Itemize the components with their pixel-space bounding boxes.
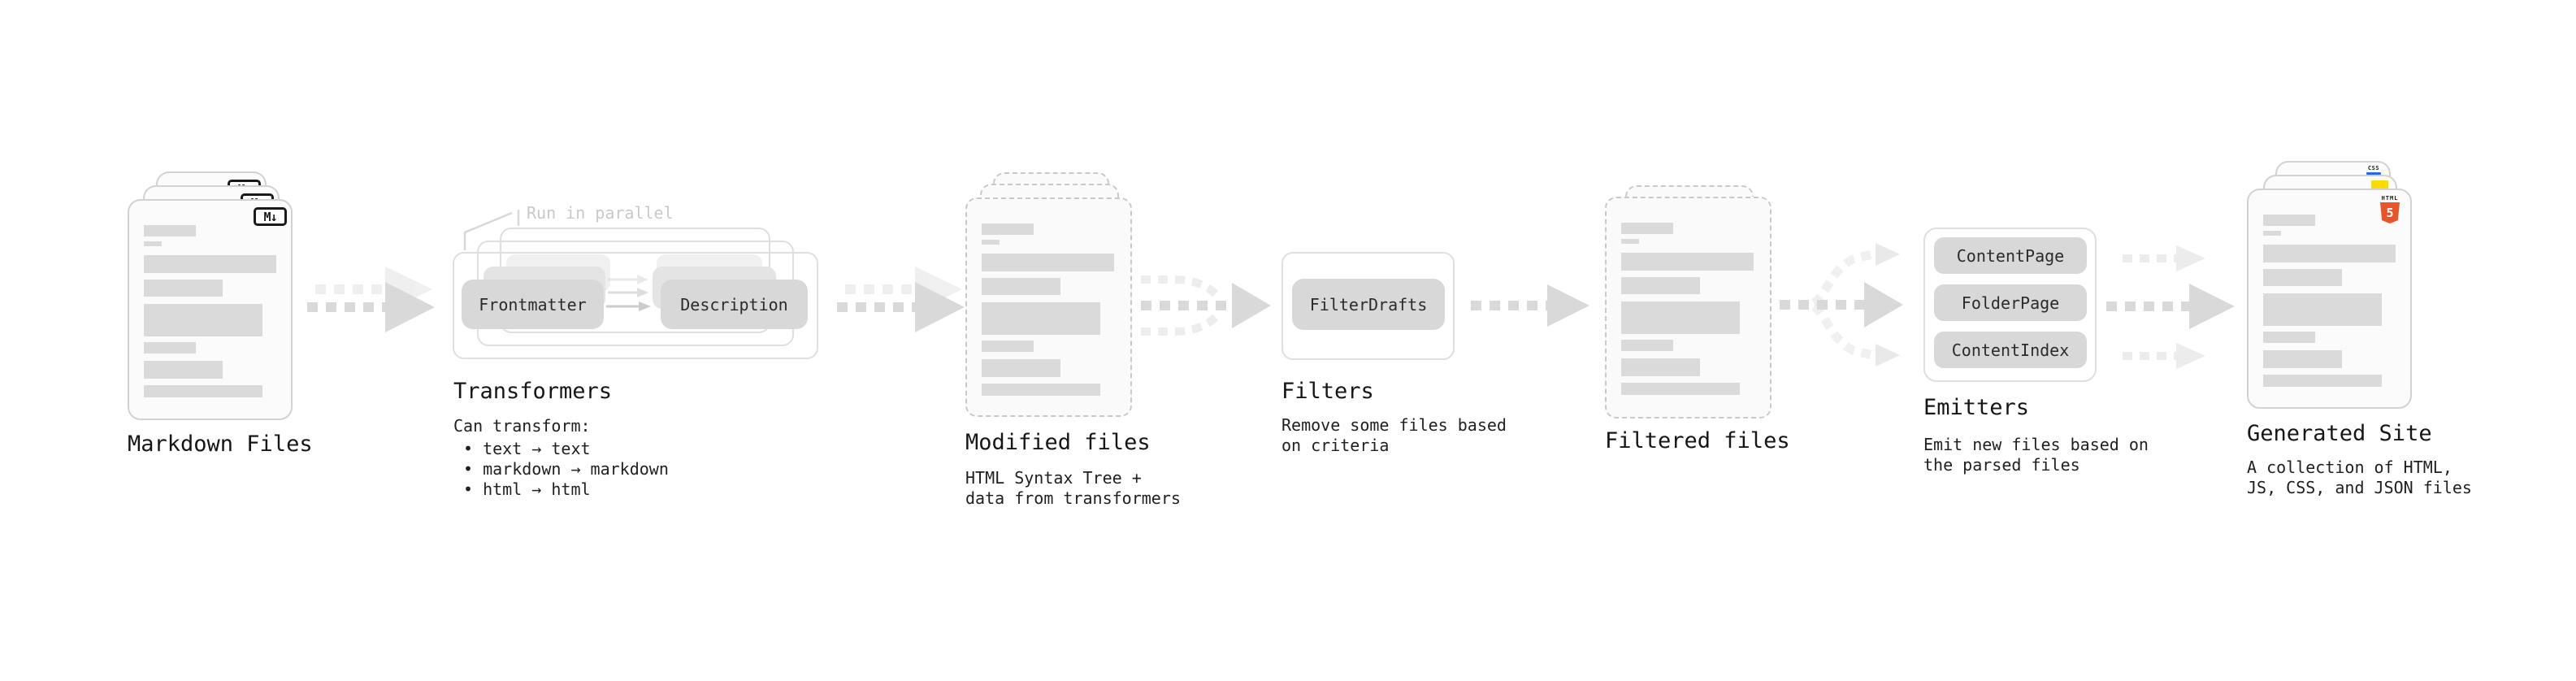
run-in-parallel-leader-line (463, 210, 520, 250)
modified-file-card-front (965, 197, 1132, 417)
emitters-title: Emitters (1923, 395, 2030, 420)
transformers-bullet: • markdown → markdown (463, 459, 669, 479)
emitter-pill-contentindex: ContentIndex (1934, 332, 2087, 368)
caption-line: data from transformers (965, 488, 1181, 508)
markdown-files-label: Markdown Files (128, 432, 313, 457)
filtered-files-label: Filtered files (1605, 428, 1790, 453)
generated-site-caption: A collection of HTML, JS, CSS, and JSON … (2247, 458, 2472, 498)
transformers-bullet: • html → html (463, 479, 591, 499)
caption-line: on criteria (1281, 436, 1390, 455)
filters-title: Filters (1281, 379, 1374, 404)
emitters-caption: Emit new files based on the parsed files (1923, 435, 2149, 475)
modified-files-caption: HTML Syntax Tree + data from transformer… (965, 468, 1181, 509)
caption-line: HTML Syntax Tree + (965, 468, 1142, 488)
run-in-parallel-label: Run in parallel (527, 203, 674, 223)
emitters-container (1923, 228, 2097, 382)
transformers-bullet: • text → text (463, 439, 591, 458)
emitter-pill-folderpage: FolderPage (1934, 284, 2087, 321)
flow-arrow-emitter-top (2123, 245, 2205, 271)
html5-icon-shield: 5 (2380, 202, 2400, 223)
css-icon-label: CSS (2367, 165, 2380, 171)
caption-line: Emit new files based on (1923, 435, 2149, 454)
flow-arrow-fanout-to-emitters (1780, 243, 1903, 367)
emitter-pill-contentpage: ContentPage (1934, 237, 2087, 274)
flow-arrow-emitter-bottom (2123, 343, 2205, 369)
transformers-caption: Can transform: (453, 416, 591, 436)
caption-line: JS, CSS, and JSON files (2247, 478, 2472, 497)
flow-arrow-filters-to-filtered (1471, 284, 1589, 327)
markdown-icon: M↓ (254, 207, 287, 226)
transformer-run-container-front (453, 252, 818, 359)
html5-icon: HTML 5 (2380, 195, 2400, 223)
flow-arrow-transformers-to-modified (837, 267, 965, 332)
generated-site-label: Generated Site (2247, 421, 2432, 446)
doc-content-bars (982, 223, 1114, 396)
doc-content-bars (1621, 223, 1754, 395)
filtered-file-card-front (1605, 197, 1772, 419)
description-pill: Description (661, 280, 808, 329)
doc-content-bars (2263, 215, 2396, 387)
filter-drafts-pill: FilterDrafts (1292, 279, 1445, 330)
flow-arrow-emitter-middle (2106, 284, 2235, 329)
flow-arrow-merge-to-filters (1141, 275, 1271, 336)
markdown-file-card-front: M↓ (128, 199, 293, 420)
caption-line: the parsed files (1923, 455, 2080, 475)
css-icon: CSS (2366, 166, 2381, 175)
modified-files-label: Modified files (965, 430, 1151, 455)
filters-caption: Remove some files based on criteria (1281, 415, 1507, 456)
generated-site-card-front: HTML 5 (2247, 189, 2412, 409)
transformers-title: Transformers (453, 379, 613, 404)
frontmatter-pill: Frontmatter (462, 280, 604, 329)
doc-content-bars (144, 225, 276, 397)
html5-icon-label: HTML (2381, 195, 2399, 202)
caption-line: Remove some files based (1281, 415, 1507, 435)
css-icon-bar (2366, 172, 2381, 175)
pill-flow-arrows-icon (606, 275, 651, 311)
caption-line: A collection of HTML, (2247, 458, 2452, 477)
flow-arrow-markdown-to-transformers (307, 267, 435, 332)
transformers-bullets: • text → text • markdown → markdown • ht… (463, 439, 669, 500)
js-icon (2371, 180, 2388, 191)
filters-container (1281, 252, 1455, 360)
